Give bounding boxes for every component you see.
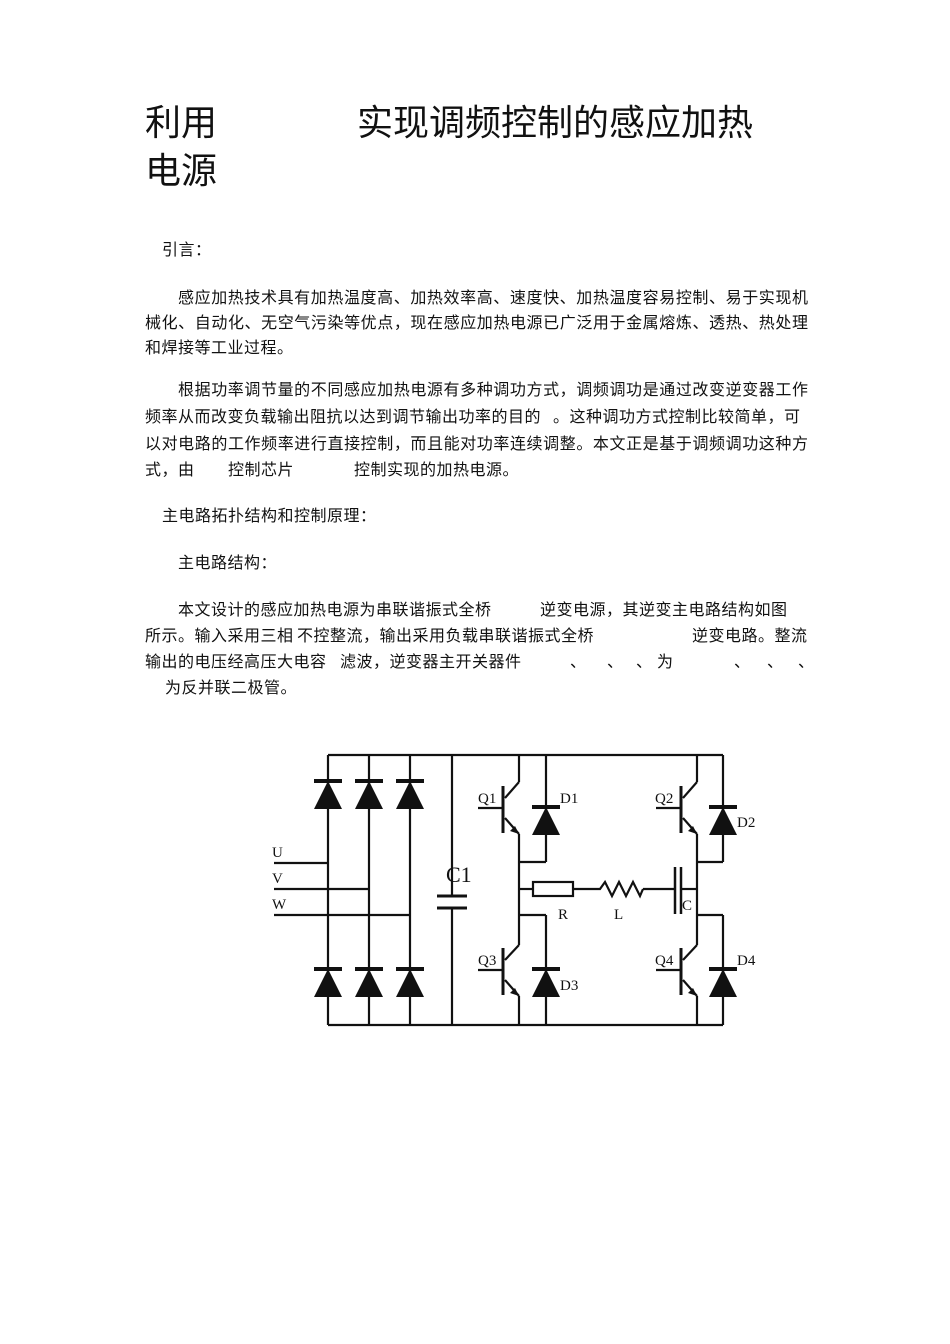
p3-line2c: 逆变电路。整流 bbox=[692, 626, 808, 645]
p3-line3a: 输出的电压经高压大电容 bbox=[145, 652, 327, 671]
q2-label: Q2 bbox=[655, 791, 673, 807]
q4-label: Q4 bbox=[655, 953, 674, 969]
p3-sep: 、 bbox=[607, 652, 624, 671]
q1-label: Q1 bbox=[478, 791, 496, 807]
subsection-heading: 主电路结构： bbox=[178, 553, 278, 572]
load-capacitor-label: C bbox=[682, 898, 692, 914]
p3-sep: 、 bbox=[798, 652, 815, 671]
p2-line4c: 控制实现的加热电源。 bbox=[354, 460, 520, 479]
p3-line1b: 逆变电源，其逆变主电路结构如图 bbox=[540, 600, 788, 619]
p3-line3b: 滤波，逆变器主开关器件 bbox=[340, 652, 522, 671]
intro-heading: 引言： bbox=[162, 240, 212, 259]
title-part2: 实现调频控制的感应加热 bbox=[357, 103, 754, 144]
d4-label: D4 bbox=[737, 953, 756, 969]
d1-label: D1 bbox=[560, 791, 578, 807]
input-label-v: V bbox=[272, 871, 283, 887]
p2-line4a: 式，由 bbox=[145, 460, 195, 479]
p1-line2: 械化、自动化、无空气污染等优点，现在感应加热电源已广泛用于金属熔炼、透热、热处理 bbox=[145, 313, 808, 332]
p2-line4b: 控制芯片 bbox=[228, 460, 295, 479]
resistor-label: R bbox=[558, 907, 568, 923]
p1-line3: 和焊接等工业过程。 bbox=[145, 338, 294, 357]
p3-line4: 为反并联二极管。 bbox=[165, 678, 298, 697]
p2-line2a: 频率从而改变负载输出阻抗以达到调节输出功率的目的 bbox=[145, 407, 542, 426]
p3-line3c: 为 bbox=[657, 652, 674, 671]
title-line2: 电源 bbox=[145, 151, 218, 192]
p3-sep: 、 bbox=[570, 652, 587, 671]
title-part1: 利用 bbox=[145, 103, 218, 144]
input-label-w: W bbox=[272, 897, 287, 913]
p2-line3: 以对电路的工作频率进行直接控制，而且能对功率连续调整。本文正是基于调频调功这种方 bbox=[145, 434, 808, 453]
input-label-u: U bbox=[272, 845, 283, 861]
p2-line2b: 。这种调功方式控制比较简单，可 bbox=[553, 407, 801, 426]
inductor-label: L bbox=[614, 907, 623, 923]
p3-sep: 、 bbox=[767, 652, 784, 671]
capacitor-c1-label: C1 bbox=[446, 862, 472, 887]
p3-line1a: 本文设计的感应加热电源为串联谐振式全桥 bbox=[178, 600, 492, 619]
q3-label: Q3 bbox=[478, 953, 496, 969]
emitter-arrows bbox=[510, 826, 697, 996]
p3-line2a: 所示。输入采用三相 bbox=[145, 626, 294, 645]
p3-line2b: 不控整流，输出采用负载串联谐振式全桥 bbox=[297, 626, 595, 645]
p3-sep: 、 bbox=[734, 652, 751, 671]
d2-label: D2 bbox=[737, 815, 755, 831]
p2-line1: 根据功率调节量的不同感应加热电源有多种调功方式，调频调功是通过改变逆变器工作 bbox=[178, 380, 808, 399]
d3-label: D3 bbox=[560, 978, 578, 994]
section-heading: 主电路拓扑结构和控制原理： bbox=[162, 506, 377, 525]
p1-line1: 感应加热技术具有加热温度高、加热效率高、速度快、加热温度容易控制、易于实现机 bbox=[178, 288, 808, 307]
p3-sep: 、 bbox=[636, 652, 653, 671]
